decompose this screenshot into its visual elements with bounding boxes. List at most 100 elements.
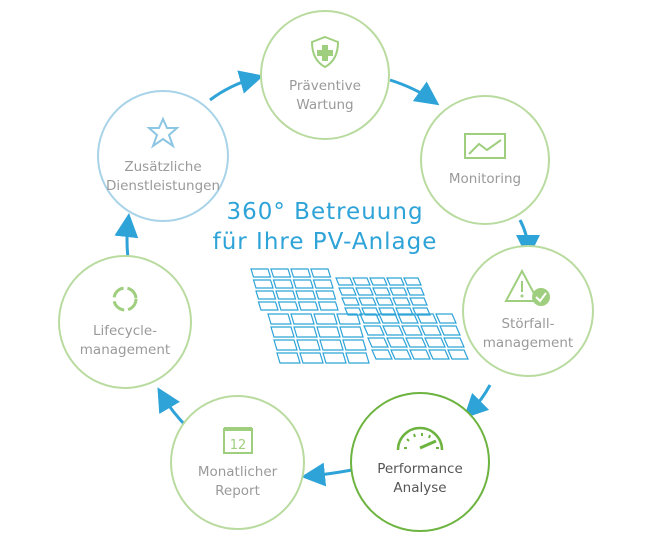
solar-cell [315, 290, 337, 300]
node-label: management [482, 335, 574, 351]
solar-cell [382, 325, 404, 336]
solar-cell [292, 279, 314, 289]
solar-cell [389, 287, 408, 296]
node-label: Wartung [296, 97, 354, 113]
solar-cell [267, 313, 292, 325]
solar-cell [401, 325, 423, 336]
solar-cell [447, 349, 469, 360]
arrow [389, 78, 440, 106]
solar-cell [272, 279, 294, 289]
solar-cell [257, 301, 279, 311]
node-label: Dienstleistungen [105, 178, 220, 194]
solar-cell [319, 339, 344, 351]
cycle-arrows-icon [112, 286, 138, 312]
service-star-icon [146, 116, 180, 149]
solar-cell [409, 297, 428, 306]
solar-cell [367, 337, 389, 348]
arrow [114, 213, 139, 259]
solar-cell [317, 301, 339, 311]
solar-cell [416, 313, 438, 324]
solar-cell [277, 301, 299, 311]
solar-cell [296, 339, 321, 351]
title-line-1: 360° Betreuung [226, 199, 424, 225]
warning-check-icon [504, 269, 550, 306]
node-label: Präventive [289, 78, 361, 94]
solar-cell [335, 277, 354, 286]
diagram-title: 360° Betreuung für Ihre PV-Anlage [180, 197, 470, 257]
solar-cell [341, 297, 360, 306]
solar-cell [345, 352, 370, 364]
solar-cell [371, 349, 393, 360]
solar-cell [369, 277, 388, 286]
node-label: Performance [377, 461, 463, 477]
node-label: Lifecycle- [92, 323, 158, 339]
solar-cell [299, 352, 324, 364]
solar-panel-illustration [250, 268, 469, 364]
solar-cell [358, 297, 377, 306]
solar-cell [395, 307, 414, 316]
solar-cell [255, 290, 277, 300]
solar-cell [392, 297, 411, 306]
speedometer-icon [396, 426, 444, 451]
title-line-2: für Ihre PV-Anlage [212, 229, 438, 255]
node-stoerfall-management: Störfall-management [462, 245, 594, 377]
solar-cell [290, 313, 315, 325]
solar-cell [443, 337, 465, 348]
solar-cell [409, 349, 431, 360]
solar-cell [406, 287, 425, 296]
solar-cell [378, 313, 400, 324]
node-label: management [79, 342, 171, 358]
solar-cell [342, 339, 367, 351]
arrow [463, 384, 492, 419]
solar-cell [403, 277, 422, 286]
solar-cell [428, 349, 450, 360]
solar-cell [297, 301, 319, 311]
solar-cell [355, 287, 374, 296]
arrow [301, 462, 353, 487]
node-label: Report [215, 482, 260, 499]
solar-cell [344, 307, 363, 316]
node-label: Monatlicher [197, 463, 278, 480]
solar-cell [339, 326, 364, 338]
solar-cell [375, 297, 394, 306]
solar-cell [270, 326, 295, 338]
solar-cell [312, 279, 334, 289]
node-label: Analyse [393, 480, 447, 496]
solar-cell [290, 268, 312, 278]
arrow [209, 70, 264, 102]
solar-cell [310, 268, 332, 278]
solar-cell [316, 326, 341, 338]
solar-cell [293, 326, 318, 338]
solar-cell [386, 337, 408, 348]
solar-cell [338, 287, 357, 296]
solar-cell [390, 349, 412, 360]
solar-cell [439, 325, 461, 336]
svg-text:12: 12 [229, 438, 246, 453]
solar-cell [270, 268, 292, 278]
solar-cell [250, 268, 272, 278]
solar-cell [412, 307, 431, 316]
solar-cell [372, 287, 391, 296]
solar-cell [405, 337, 427, 348]
solar-cell [275, 290, 297, 300]
calendar-icon: 12 [222, 426, 253, 454]
solar-cell [352, 277, 371, 286]
monitor-chart-icon [464, 132, 506, 159]
solar-cell [295, 290, 317, 300]
solar-cell [336, 313, 361, 325]
node-label: Zusätzliche [124, 159, 202, 175]
solar-cell [363, 325, 385, 336]
node-label: Störfall- [501, 316, 555, 332]
solar-cell [359, 313, 381, 324]
solar-cell [313, 313, 338, 325]
solar-cell [424, 337, 446, 348]
node-monitoring: Monitoring [420, 95, 550, 225]
solar-cell [386, 277, 405, 286]
solar-cell [276, 352, 301, 364]
solar-cell [420, 325, 442, 336]
shield-cross-icon [310, 35, 340, 69]
node-label: Monitoring [448, 170, 522, 187]
